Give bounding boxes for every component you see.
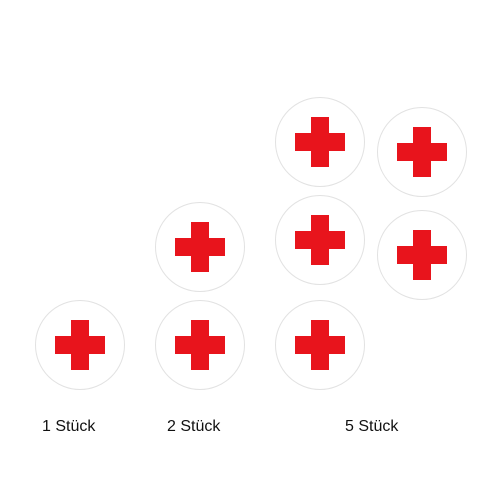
sticker: [155, 300, 245, 390]
sticker: [275, 97, 365, 187]
sticker: [155, 202, 245, 292]
red-cross-icon: [397, 230, 447, 280]
group-label: 2 Stück: [167, 418, 221, 435]
group-label: 1 Stück: [42, 418, 96, 435]
red-cross-icon: [295, 320, 345, 370]
sticker: [377, 210, 467, 300]
sticker: [275, 195, 365, 285]
red-cross-icon: [295, 117, 345, 167]
red-cross-icon: [295, 215, 345, 265]
sticker: [35, 300, 125, 390]
red-cross-icon: [55, 320, 105, 370]
sticker: [275, 300, 365, 390]
red-cross-icon: [175, 320, 225, 370]
sticker: [377, 107, 467, 197]
red-cross-icon: [397, 127, 447, 177]
red-cross-icon: [175, 222, 225, 272]
group-label: 5 Stück: [345, 418, 399, 435]
